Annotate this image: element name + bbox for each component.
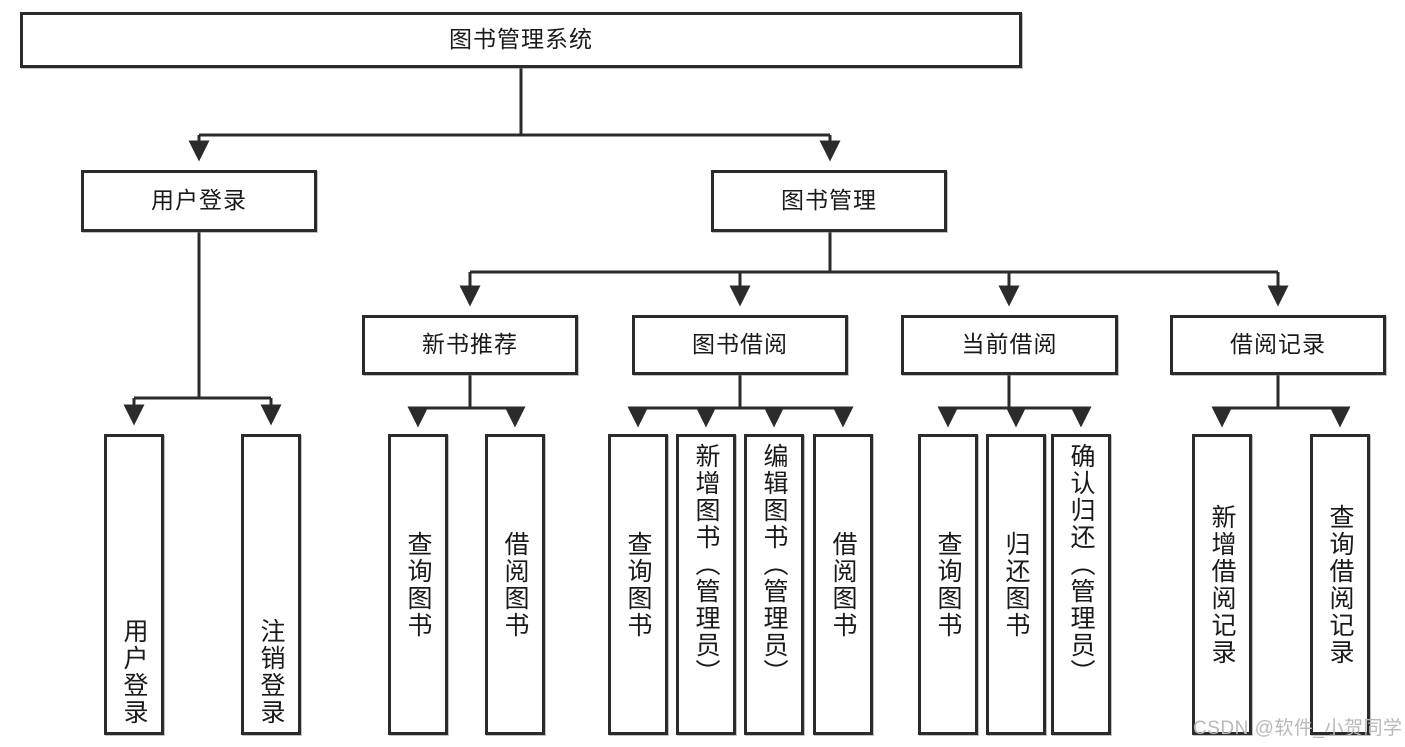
leaf-query-borrow-record[interactable]: 查询借阅记录 bbox=[1310, 434, 1370, 735]
leaf-query-book-current[interactable]: 查询图书 bbox=[918, 434, 978, 735]
node-borrow-record[interactable]: 借阅记录 bbox=[1170, 315, 1386, 375]
node-book-management[interactable]: 图书管理 bbox=[711, 170, 947, 232]
leaf-return-book[interactable]: 归还图书 bbox=[986, 434, 1046, 735]
leaf-borrow-book-recommend[interactable]: 借阅图书 bbox=[485, 434, 545, 735]
node-book-borrow[interactable]: 图书借阅 bbox=[632, 315, 848, 375]
leaf-user-login[interactable]: 用户登录 bbox=[104, 434, 164, 735]
leaf-logout[interactable]: 注销登录 bbox=[241, 434, 301, 735]
leaf-edit-book-admin[interactable]: 编辑图书（管理员） bbox=[744, 434, 804, 735]
node-current-borrow[interactable]: 当前借阅 bbox=[901, 315, 1118, 375]
leaf-borrow-book[interactable]: 借阅图书 bbox=[813, 434, 873, 735]
leaf-add-book-admin[interactable]: 新增图书（管理员） bbox=[676, 434, 736, 735]
leaf-query-book-recommend[interactable]: 查询图书 bbox=[388, 434, 448, 735]
watermark-text: CSDN @软件_小贺同学 bbox=[1193, 718, 1403, 739]
leaf-query-book-borrow[interactable]: 查询图书 bbox=[608, 434, 668, 735]
leaf-add-borrow-record[interactable]: 新增借阅记录 bbox=[1192, 434, 1252, 735]
leaf-confirm-return-admin[interactable]: 确认归还（管理员） bbox=[1051, 434, 1111, 735]
node-root[interactable]: 图书管理系统 bbox=[20, 12, 1022, 68]
node-new-book-recommend[interactable]: 新书推荐 bbox=[362, 315, 578, 375]
node-user-login[interactable]: 用户登录 bbox=[81, 170, 317, 232]
